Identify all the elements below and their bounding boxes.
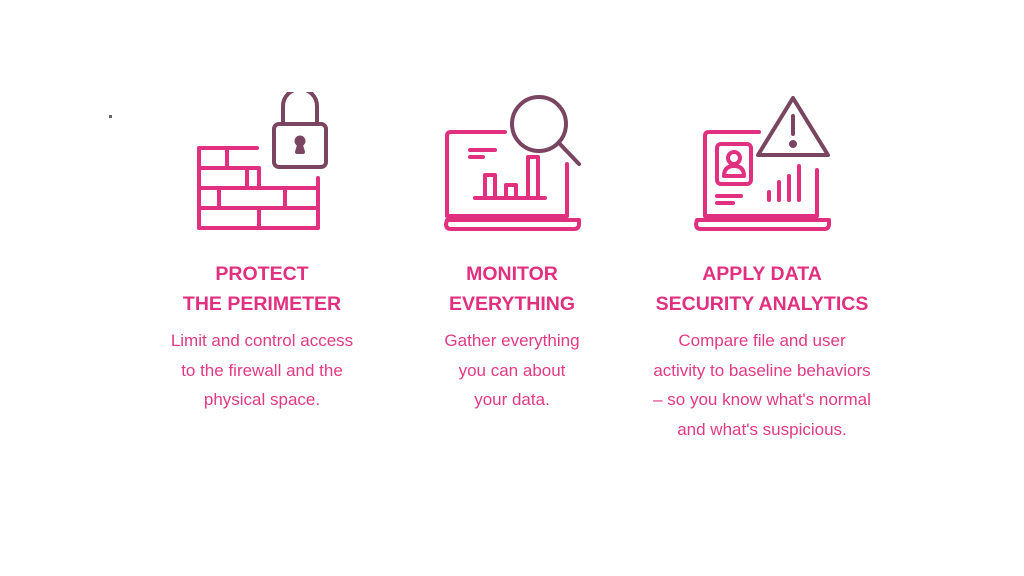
title-line: PROTECT (215, 263, 309, 285)
stray-dot (109, 115, 112, 118)
feature-title: MONITOR EVERYTHING (362, 259, 662, 319)
description-line: Limit and control access (170, 331, 354, 350)
title-line: EVERYTHING (448, 293, 576, 315)
title-line: MONITOR (466, 263, 558, 285)
title-line: APPLY DATA (702, 263, 822, 285)
description-line: Gather everything (444, 331, 580, 350)
feature-title: PROTECT THE PERIMETER (112, 259, 412, 319)
feature-description: Compare file and user activity to baseli… (612, 326, 912, 445)
description-line: physical space. (203, 390, 321, 410)
description-line: activity to baseline behaviors (653, 360, 871, 380)
laptop-magnifier-icon (443, 92, 583, 232)
description-line: – so you know what's normal (653, 390, 871, 410)
description-line: to the firewall and the (181, 360, 343, 380)
feature-title: APPLY DATA SECURITY ANALYTICS (612, 259, 912, 319)
firewall-lock-icon (197, 87, 337, 232)
description-line: Compare file and user (678, 331, 846, 350)
description-line: your data. (474, 390, 550, 410)
description-line: and what's suspicious. (677, 420, 847, 440)
title-line: THE PERIMETER (182, 293, 342, 315)
laptop-warning-icon (693, 92, 833, 232)
title-line: SECURITY ANALYTICS (655, 293, 869, 315)
feature-description: Limit and control access to the firewall… (112, 326, 412, 415)
description-line: you can about (458, 360, 566, 380)
feature-description: Gather everything you can about your dat… (362, 326, 662, 415)
